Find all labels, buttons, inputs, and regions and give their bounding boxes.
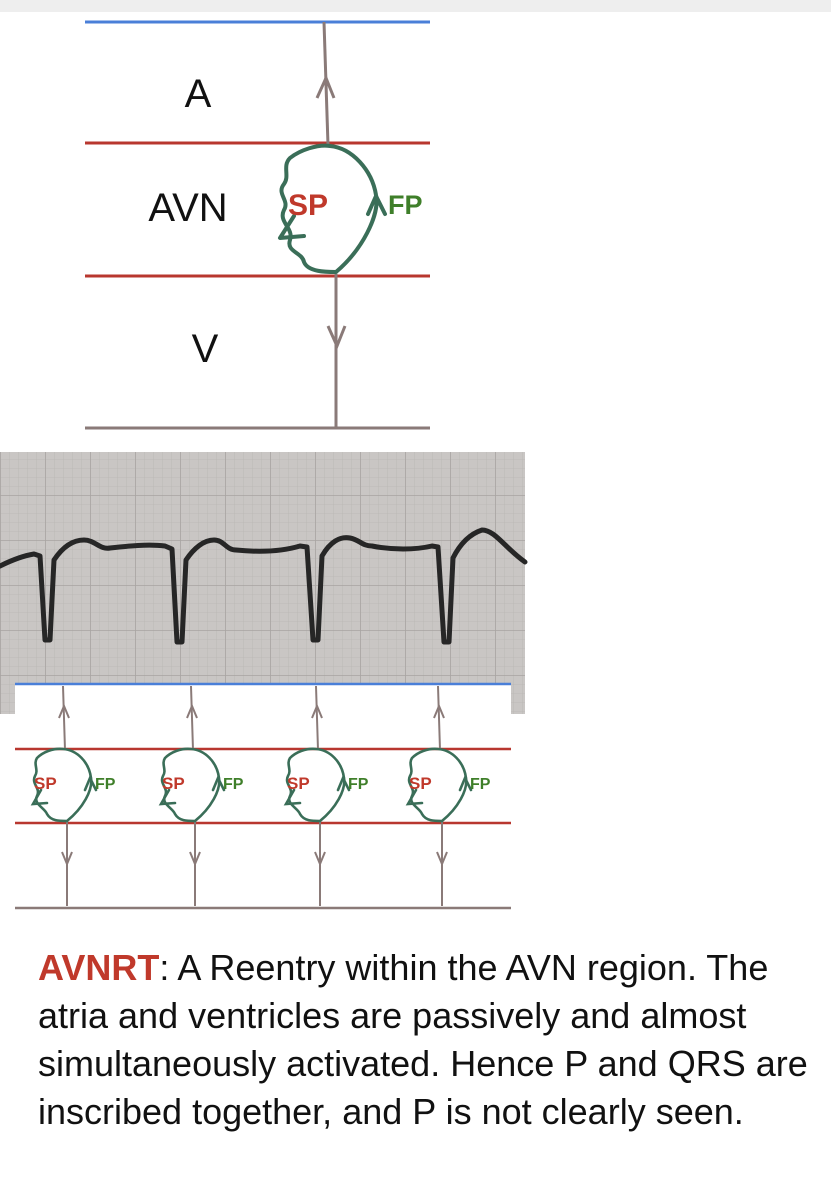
mini-fast-pathway-label: FP <box>470 776 491 793</box>
mini-reentry-circuit <box>32 747 93 823</box>
mini-fast-pathway-arrow-icon <box>211 774 226 792</box>
mini-fast-pathway-label: FP <box>95 776 116 793</box>
mini-atrial-conduction-line <box>190 685 194 751</box>
mini-arrow-up-icon <box>433 703 445 719</box>
fast-pathway-arrow-icon <box>366 191 387 216</box>
atrium-label: A <box>185 72 212 116</box>
ecg-strip <box>0 452 528 714</box>
caption-text: : A Reentry within the AVN region. The a… <box>38 947 808 1132</box>
slow-pathway-label: SP <box>288 189 328 222</box>
arrow-down-ventricle-icon <box>326 325 347 350</box>
fast-pathway-label: FP <box>388 190 423 220</box>
mini-fast-pathway-label: FP <box>348 776 369 793</box>
mini-beats: SP FP SP FP SP FP SP FP <box>30 685 491 906</box>
mini-arrow-down-icon <box>189 851 201 867</box>
mini-atrial-conduction-line <box>315 685 319 751</box>
mini-arrow-down-icon <box>436 851 448 867</box>
mini-reentry-circuit <box>407 747 468 823</box>
mini-slow-pathway-label: SP <box>162 774 185 793</box>
atrial-conduction-line <box>322 21 330 146</box>
slow-pathway-arrow-icon <box>278 214 306 240</box>
mini-arrow-down-icon <box>314 851 326 867</box>
ladder-diagram-main: A AVN V SP FP <box>85 20 430 430</box>
ventricle-label: V <box>192 327 219 371</box>
mini-arrow-down-icon <box>61 851 73 867</box>
mini-ladder-row <box>15 682 511 910</box>
mini-fast-pathway-arrow-icon <box>458 774 473 792</box>
top-bar <box>0 0 831 12</box>
avn-label: AVN <box>148 186 227 230</box>
mini-slow-pathway-arrow-icon <box>283 788 302 806</box>
mini-slow-pathway-arrow-icon <box>30 788 49 806</box>
mini-arrow-up-icon <box>311 703 323 719</box>
mini-reentry-circuit <box>285 747 346 823</box>
mini-atrial-conduction-line <box>62 685 66 751</box>
ecg-trace <box>0 527 528 645</box>
caption-term: AVNRT <box>38 947 160 988</box>
mini-atrial-conduction-line <box>437 685 441 751</box>
mini-fast-pathway-label: FP <box>223 776 244 793</box>
ecg-grid <box>0 452 525 714</box>
reentry-circuit <box>279 143 379 274</box>
mini-slow-pathway-label: SP <box>34 774 57 793</box>
mini-reentry-circuit <box>160 747 221 823</box>
mini-ladder-background <box>15 684 511 910</box>
arrow-up-atrium-icon <box>315 74 336 99</box>
caption-paragraph: AVNRT: A Reentry within the AVN region. … <box>38 944 808 1136</box>
mini-arrow-up-icon <box>186 703 198 719</box>
mini-slow-pathway-label: SP <box>287 774 310 793</box>
avnrt-diagram: A AVN V SP FP SP FP SP FP SP FP SP FP <box>0 20 528 910</box>
mini-arrow-up-icon <box>58 703 70 719</box>
mini-slow-pathway-arrow-icon <box>158 788 177 806</box>
mini-fast-pathway-arrow-icon <box>83 774 98 792</box>
mini-slow-pathway-label: SP <box>409 774 432 793</box>
mini-slow-pathway-arrow-icon <box>405 788 424 806</box>
mini-fast-pathway-arrow-icon <box>336 774 351 792</box>
